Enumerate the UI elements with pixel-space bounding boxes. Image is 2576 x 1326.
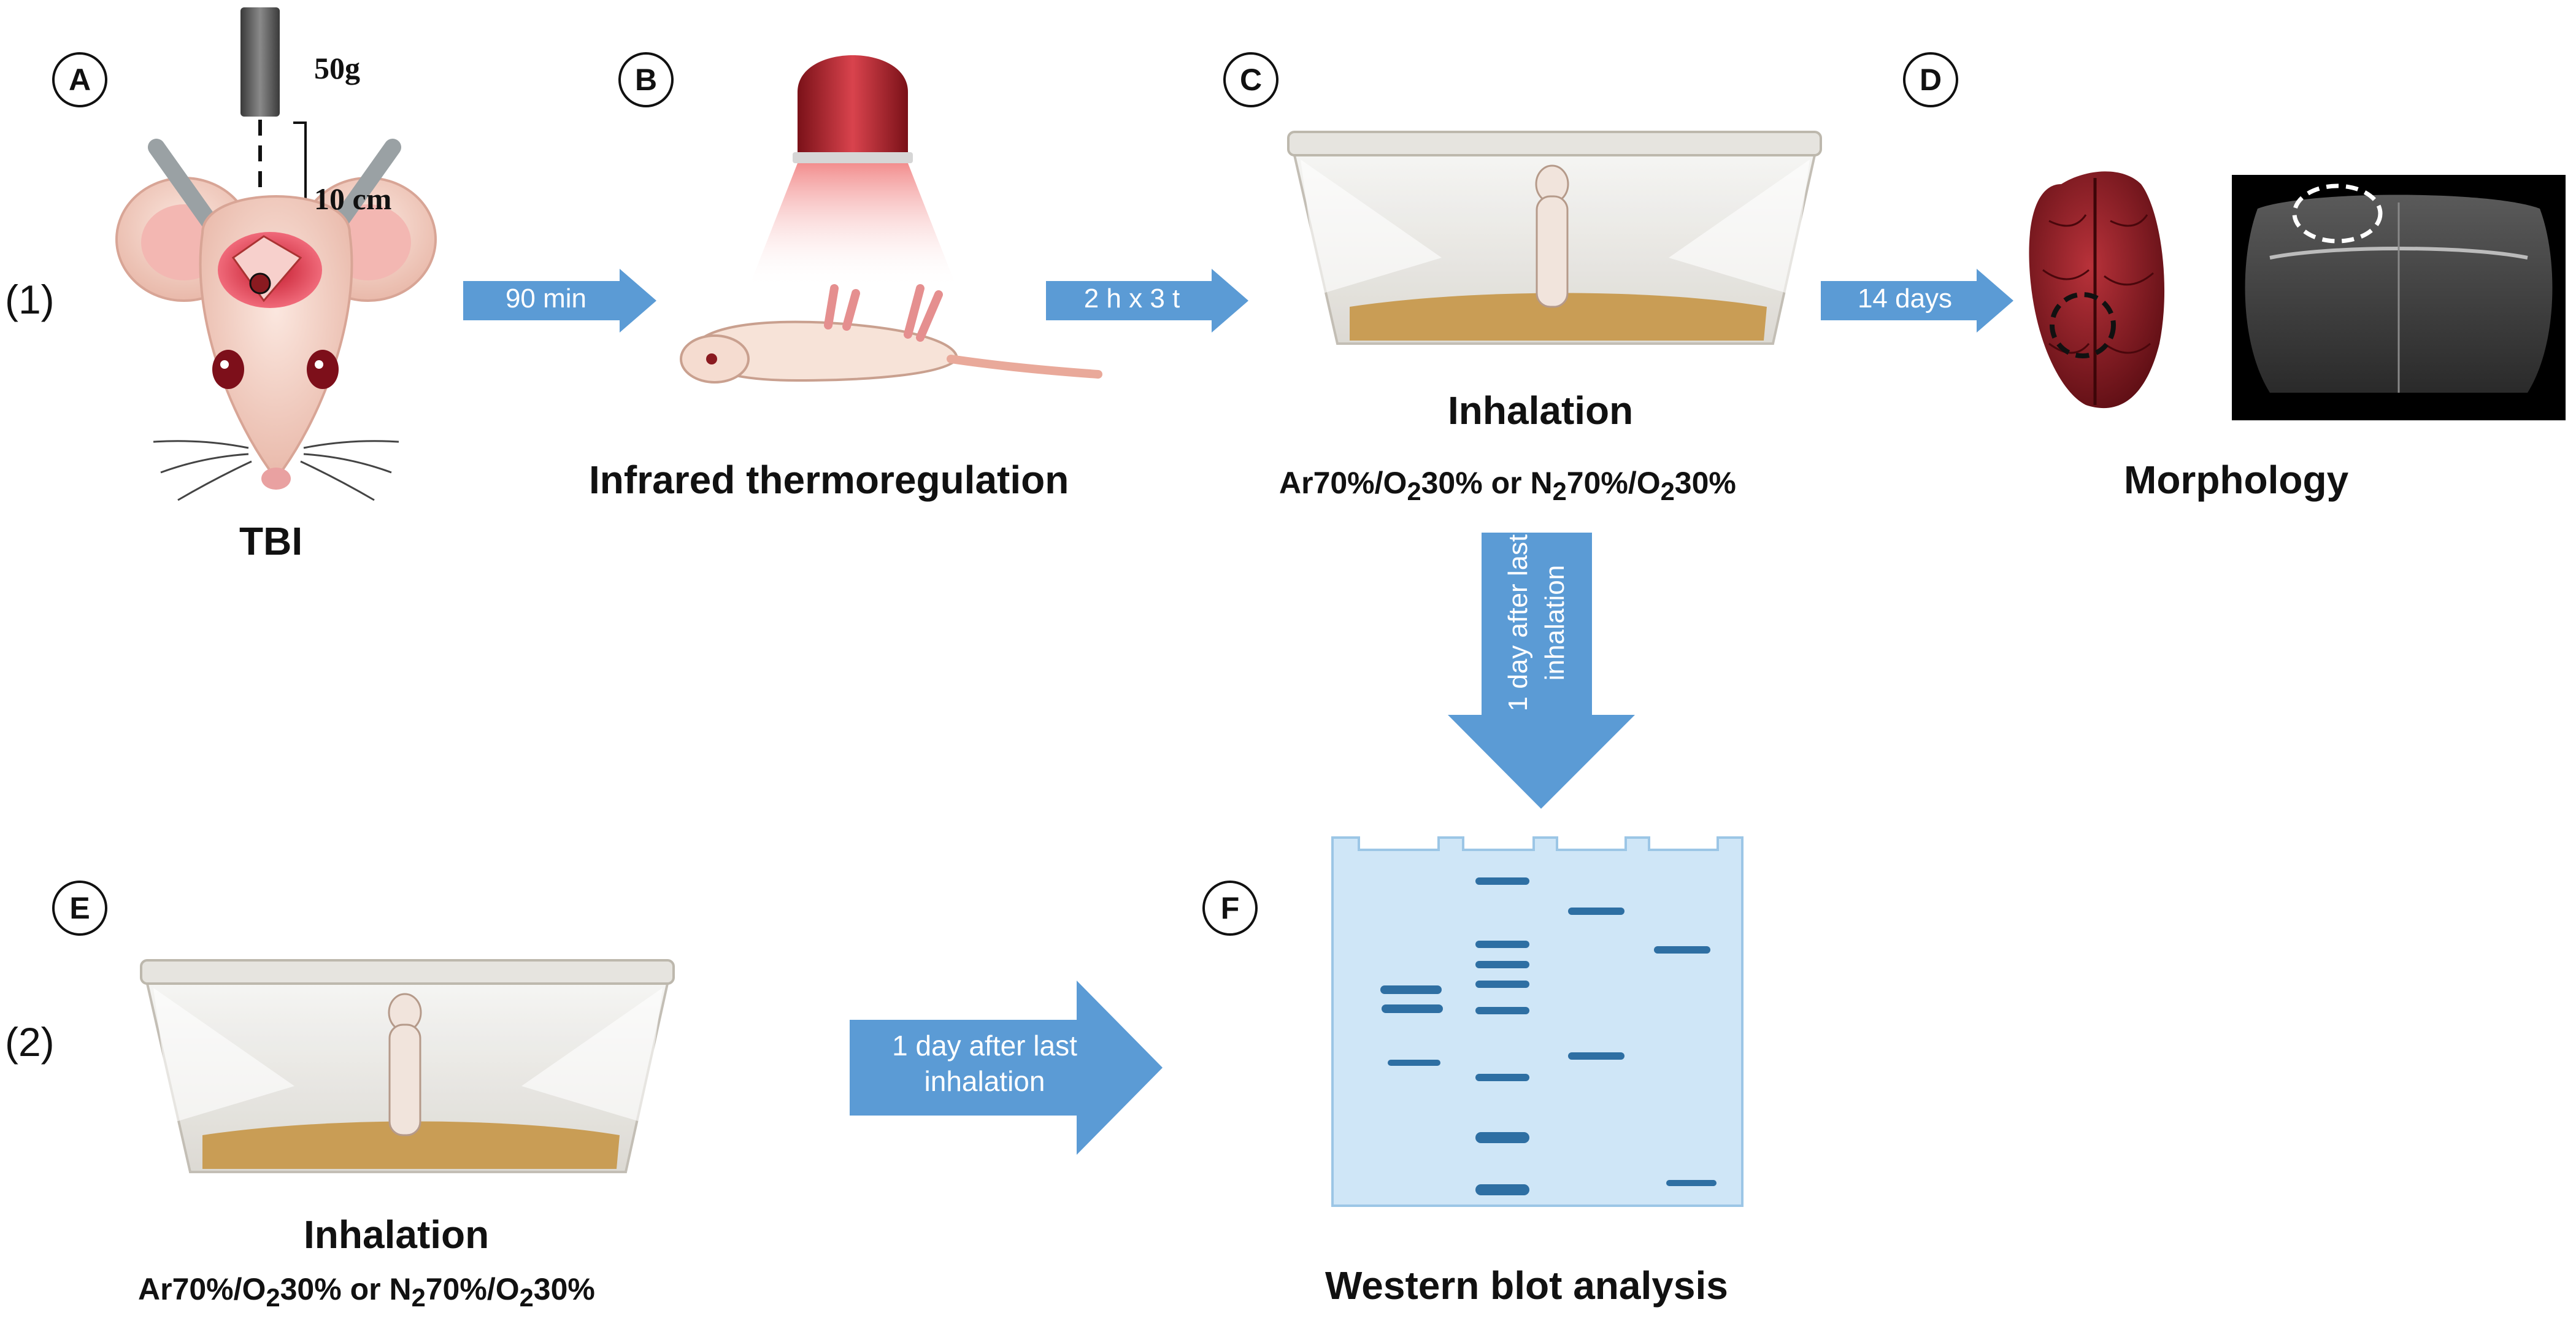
band — [1475, 1074, 1529, 1081]
panel-letter-f: F — [1202, 881, 1258, 936]
arrow-label-vertical-line1: 1 day after last — [1503, 534, 1533, 712]
band — [1475, 877, 1529, 885]
panel-letter-a: A — [52, 52, 107, 107]
band — [1380, 985, 1442, 994]
arrow-a-to-b — [463, 269, 656, 333]
gas-part: 30% — [533, 1272, 595, 1306]
inhalation-chamber-e — [140, 959, 675, 1173]
arrow-label-vertical: 1 day after last inhalation — [1500, 494, 1574, 752]
gas-part: 70%/O — [425, 1272, 520, 1306]
gas-sub: 2 — [1407, 477, 1421, 506]
caption-infrared: Infrared thermoregulation — [589, 458, 1069, 502]
row-label-1: (1) — [5, 277, 55, 322]
arrow-c-to-d — [1821, 269, 2013, 333]
brain-photo — [2029, 171, 2165, 409]
gas-part: 70%/O — [1566, 466, 1661, 500]
band — [1388, 1060, 1440, 1066]
panel-letter-d: D — [1903, 52, 1958, 107]
arrow-c-to-f — [1448, 533, 1635, 809]
band — [1568, 1052, 1624, 1060]
band — [1666, 1180, 1717, 1186]
row-label-2: (2) — [5, 1019, 55, 1065]
weight-cylinder — [240, 7, 280, 117]
arrow-label-14days: 14 days — [1857, 283, 1953, 314]
arrow-label-2h3t: 2 h x 3 t — [1083, 283, 1180, 314]
arrow-label-e-to-f-line2: inhalation — [924, 1065, 1045, 1097]
arrow-label-90min: 90 min — [505, 283, 587, 314]
band — [1654, 946, 1710, 954]
caption-inhalation-c: Inhalation — [1448, 388, 1634, 433]
lesion-marker — [2050, 292, 2116, 358]
band — [1475, 1007, 1529, 1014]
band — [1568, 908, 1624, 915]
gas-mixture-c: Ar70%/O230% or N270%/O230% — [1279, 465, 1736, 506]
left-eye — [212, 350, 244, 389]
band — [1475, 961, 1529, 968]
gas-part: 30% — [1674, 466, 1736, 500]
supine-mouse-illustration — [680, 284, 1102, 384]
gas-sub: 2 — [519, 1283, 534, 1312]
gas-part: Ar70%/O — [1279, 466, 1407, 500]
caption-inhalation-e: Inhalation — [304, 1212, 490, 1257]
gas-part: 30% or N — [280, 1272, 412, 1306]
gas-mixture-e: Ar70%/O230% or N270%/O230% — [138, 1271, 595, 1313]
tbi-mouse-illustration — [115, 7, 437, 501]
gas-sub: 2 — [411, 1283, 426, 1312]
panel-letter-e: E — [52, 881, 107, 936]
band — [1382, 1004, 1443, 1013]
mri-scan — [2232, 175, 2566, 420]
panel-letter-b: B — [618, 52, 674, 107]
gas-sub: 2 — [1660, 477, 1675, 506]
arrow-e-to-f — [850, 981, 1163, 1155]
arrow-label-e-to-f: 1 day after last inhalation — [859, 1028, 1110, 1099]
gas-sub: 2 — [1552, 477, 1567, 506]
gas-part: Ar70%/O — [138, 1272, 266, 1306]
flow-arrows — [463, 269, 2013, 1155]
arrow-label-e-to-f-line1: 1 day after last — [892, 1030, 1077, 1062]
infrared-lamp-illustration — [748, 55, 957, 288]
arrow-label-vertical-line2: inhalation — [1540, 565, 1570, 681]
drop-height-label: 10 cm — [314, 182, 392, 216]
panel-letter-c: C — [1223, 52, 1278, 107]
gas-sub: 2 — [266, 1283, 280, 1312]
inhalation-chamber-c — [1287, 131, 1822, 345]
caption-tbi: TBI — [239, 519, 303, 563]
caption-morphology: Morphology — [2124, 458, 2349, 502]
western-blot-gel — [1331, 836, 1744, 1207]
band — [1475, 941, 1529, 948]
gas-part: 30% or N — [1421, 466, 1553, 500]
caption-western-blot: Western blot analysis — [1325, 1263, 1728, 1308]
band — [1475, 981, 1529, 988]
mri-lesion-marker — [2292, 183, 2383, 244]
band — [1475, 1132, 1529, 1143]
band — [1475, 1184, 1529, 1195]
weight-label: 50g — [314, 51, 360, 85]
arrow-b-to-c — [1046, 269, 1248, 333]
right-eye — [307, 350, 339, 389]
